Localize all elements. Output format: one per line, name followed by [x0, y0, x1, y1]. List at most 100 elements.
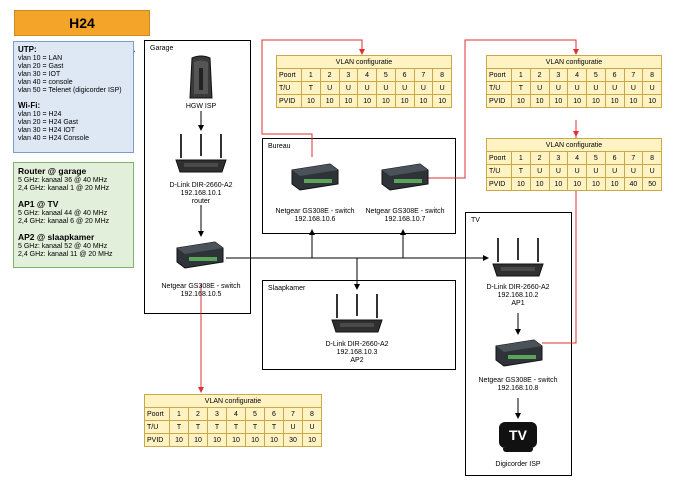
device-name: Netgear GS308E - switch [161, 283, 241, 290]
device-name: D-Link DIR-2660-A2 [486, 284, 550, 291]
port-cell: 8 [432, 68, 452, 82]
utp-line: vlan 30 = IOT [18, 71, 61, 78]
pvid-cell: 10 [188, 433, 208, 447]
room-label: Bureau [268, 143, 291, 150]
utp-line: vlan 20 = Gast [18, 63, 64, 70]
port-cell: 4 [357, 68, 377, 82]
pvid-cell: 10 [301, 94, 321, 108]
pvid-cell: 10 [226, 433, 246, 447]
tu-cell: T [511, 81, 531, 95]
vlan-link-bureau1 [261, 39, 365, 157]
port-cell: 4 [226, 407, 246, 421]
port-cell: 7 [413, 68, 434, 82]
port-cell: 6 [604, 68, 625, 82]
tu-cell: U [394, 81, 415, 95]
row-label: T/U [486, 164, 512, 178]
switch-icon [495, 339, 543, 367]
vlan-legend-box: UTP: vlan 10 = LAN vlan 20 = Gast vlan 3… [13, 41, 134, 153]
link-switch-bureau1 [226, 229, 315, 259]
pvid-cell: 10 [264, 433, 284, 447]
row-label: Poort [144, 407, 170, 421]
tu-cell: U [376, 81, 396, 95]
wifi-line: vlan 40 = H24 Console [18, 135, 90, 142]
tu-cell: T [511, 164, 531, 178]
tu-cell: U [567, 81, 587, 95]
tu-cell: U [586, 81, 606, 95]
tu-cell: U [642, 164, 662, 178]
vlan-caption: VLAN configuratie [486, 55, 662, 69]
radio-heading: AP2 @ slaapkamer [18, 232, 95, 242]
tu-cell: U [283, 420, 303, 434]
row-label: PVID [276, 94, 302, 108]
radio-line: 5 GHz: kanaal 52 @ 40 MHz [18, 243, 108, 250]
wifi-line: vlan 10 = H24 [18, 111, 62, 118]
pvid-cell: 10 [548, 177, 569, 191]
pvid-cell: 10 [567, 94, 587, 108]
row-label: Poort [276, 68, 302, 82]
port-cell: 4 [567, 68, 587, 82]
pvid-cell: 10 [432, 94, 452, 108]
device-ip: 192.168.10.5 [180, 291, 222, 298]
pvid-cell: 10 [207, 433, 227, 447]
tu-cell: U [529, 164, 550, 178]
port-cell: 8 [642, 68, 662, 82]
tu-cell: U [623, 164, 644, 178]
row-label: T/U [276, 81, 302, 95]
utp-heading: UTP: [18, 45, 37, 54]
tu-cell: U [338, 81, 359, 95]
port-cell: 1 [511, 68, 531, 82]
tu-cell: T [264, 420, 284, 434]
ap1-label: D-Link DIR-2660-A2 192.168.10.2 AP1 [478, 284, 558, 308]
port-cell: 6 [264, 407, 284, 421]
port-cell: 6 [604, 151, 625, 165]
tu-cell: U [586, 164, 606, 178]
wifi-line: vlan 30 = H24 IOT [18, 127, 76, 134]
tu-cell: U [432, 81, 452, 95]
vlan-link-tv-switch [542, 120, 579, 344]
tu-cell: T [169, 420, 189, 434]
digicorder-label: Digicorder ISP [495, 461, 541, 468]
pvid-cell: 10 [586, 177, 606, 191]
wifi-heading: Wi-Fi: [18, 101, 41, 110]
port-cell: 1 [301, 68, 321, 82]
router-icon [175, 134, 227, 173]
device-role: router [191, 198, 211, 205]
port-cell: 7 [623, 151, 644, 165]
tu-cell: U [302, 420, 322, 434]
port-cell: 2 [319, 68, 340, 82]
tu-cell: U [413, 81, 434, 95]
port-cell: 2 [188, 407, 208, 421]
pvid-cell: 10 [245, 433, 265, 447]
pvid-cell: 10 [394, 94, 415, 108]
port-cell: 2 [529, 68, 550, 82]
router-icon [492, 238, 544, 277]
pvid-cell: 10 [511, 177, 531, 191]
port-cell: 5 [376, 68, 396, 82]
pvid-cell: 10 [319, 94, 340, 108]
device-ip: 192.168.10.6 [294, 216, 336, 223]
pvid-cell: 10 [529, 177, 550, 191]
pvid-cell: 10 [529, 94, 550, 108]
room-label: Garage [150, 45, 174, 52]
port-cell: 7 [623, 68, 644, 82]
port-cell: 5 [245, 407, 265, 421]
garage-switch-label: Netgear GS308E - switch 192.168.10.5 [151, 283, 251, 299]
room-label: TV [471, 217, 480, 224]
modem-icon [189, 55, 213, 99]
row-label: Poort [486, 68, 512, 82]
tu-cell: U [623, 81, 644, 95]
row-label: T/U [144, 420, 170, 434]
hgw-label: HGW ISP [185, 103, 217, 110]
port-cell: 3 [207, 407, 227, 421]
device-name: Netgear GS308E - switch [275, 208, 355, 215]
device-name: Netgear GS308E - switch [478, 377, 558, 384]
pvid-cell: 10 [302, 433, 322, 447]
tu-cell: U [567, 164, 587, 178]
pvid-cell: 10 [623, 94, 644, 108]
tv-logo-text: TV [499, 422, 537, 448]
vlan-caption: VLAN configuratie [276, 55, 452, 69]
tv-switch-label: Netgear GS308E - switch 192.168.10.8 [468, 377, 568, 393]
tu-cell: T [188, 420, 208, 434]
tu-cell: U [357, 81, 377, 95]
